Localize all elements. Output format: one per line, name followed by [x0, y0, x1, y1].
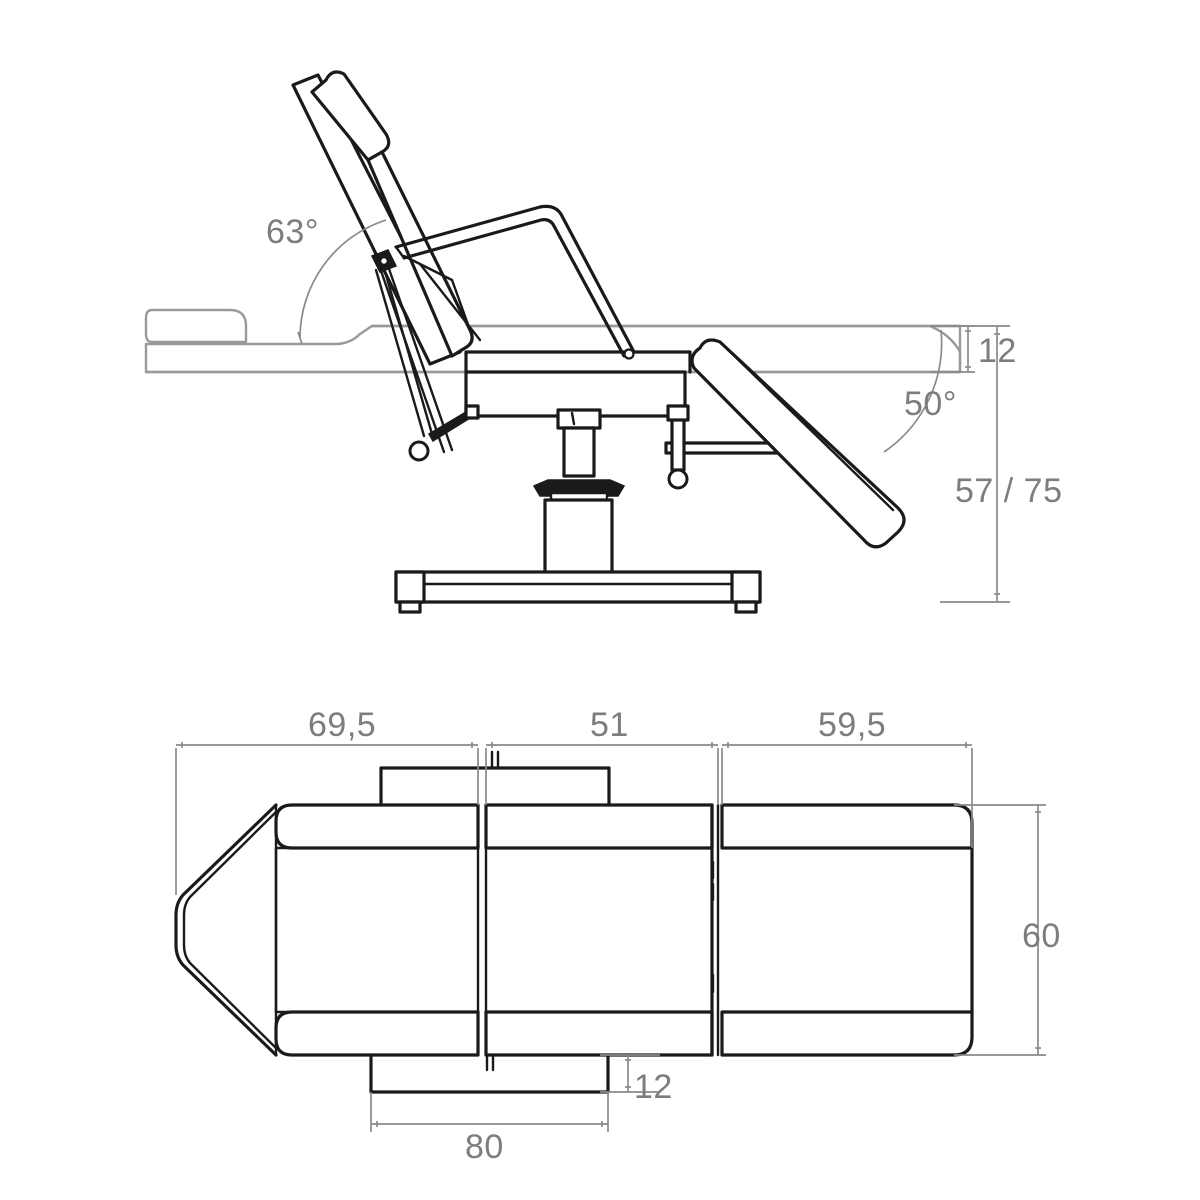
angle-arc-63: [299, 219, 387, 339]
base-foot-right: [730, 570, 762, 604]
dim-label-595: 59,5: [818, 706, 886, 744]
hydraulic-ram: [562, 426, 596, 478]
armrest-tube-inner: [402, 218, 626, 358]
flat-headrest-pad: [144, 308, 248, 344]
dim-label-63: 63°: [266, 213, 319, 251]
right-release-lever: [664, 404, 792, 490]
dim-label-12-plan: 12: [634, 1068, 673, 1106]
head-armrest-pad-top: [274, 803, 480, 850]
right-lever-knob: [667, 468, 689, 490]
dim-label-51: 51: [590, 706, 629, 744]
left-release-lever: [408, 404, 480, 462]
dim-base-length: 80: [370, 1092, 609, 1166]
dim-leg-section-length: 59,5: [721, 706, 973, 848]
seat-pad-top: [484, 803, 714, 850]
left-lever-mount: [464, 404, 480, 420]
dim-label-60: 60: [1022, 917, 1061, 955]
pedestal-top-collar: [556, 408, 602, 430]
dim-label-5775: 57 / 75: [955, 472, 1062, 510]
plan-leg-section: [720, 803, 974, 1057]
recline-strut-d: [382, 266, 434, 436]
head-taper-inner: [182, 810, 278, 1050]
flat-bed-foot-round: [928, 324, 962, 374]
side-view: 63° 50° 12 57 / 75: [144, 70, 1062, 614]
dim-backrest-angle: 63°: [266, 213, 387, 345]
base-glide-right: [734, 600, 758, 614]
dim-legrest-angle: 50°: [883, 329, 957, 453]
dim-head-section-length: 69,5: [175, 706, 479, 895]
hinge-pivot-pin: [379, 256, 389, 266]
right-lever-post: [670, 414, 686, 472]
armrest-tube-end-cap: [394, 245, 406, 260]
plan-base-plate: [369, 1053, 610, 1094]
base-glide-left: [398, 600, 422, 614]
angle-arc-50: [883, 329, 943, 453]
plan-head-section: [274, 803, 480, 1057]
dim-label-695: 69,5: [308, 706, 376, 744]
plan-view: 69,5 51 59,5 60: [174, 706, 1061, 1166]
leg-pad-bottom: [720, 1010, 974, 1057]
footrest-panel: [690, 338, 906, 549]
dim-overall-width: 60: [954, 804, 1061, 1056]
armrest-tube-outer: [394, 204, 636, 354]
base-plate-body: [394, 570, 762, 604]
seat-pad-bottom: [484, 1010, 714, 1057]
dim-base-offset: 12: [600, 1054, 673, 1106]
hydraulic-pedestal: [532, 408, 626, 582]
base-foot-left: [394, 570, 426, 604]
right-lever-mount: [666, 404, 690, 422]
head-taper-outline: [174, 803, 278, 1057]
recline-strut-b: [386, 264, 454, 452]
angle-arc-63-tick: [297, 331, 303, 345]
armrest-bracket-outline: [379, 766, 611, 807]
footrest-body: [690, 338, 906, 549]
base-plate-projection: [369, 1053, 610, 1094]
dim-seat-height: 57 / 75: [940, 325, 1062, 603]
pedestal-collar-detail: [570, 411, 576, 426]
seat-cushion: [464, 350, 692, 374]
base-plate: [394, 570, 762, 614]
armrest-support-line: [418, 262, 482, 342]
left-lever-knob: [408, 440, 430, 462]
recline-strut-a: [378, 266, 446, 454]
head-armrest-pad-bottom: [274, 1010, 480, 1057]
plan-armrest-bracket: [379, 750, 611, 807]
backrest-hinge: [370, 249, 398, 273]
armrest-mount-bolt: [623, 348, 635, 360]
footrest-inner-line: [718, 340, 895, 512]
armrest-frame: [394, 204, 636, 360]
recline-strut-c: [374, 268, 426, 438]
leg-pad-top: [720, 803, 974, 850]
dim-label-50: 50°: [904, 385, 957, 423]
recline-struts: [374, 264, 454, 454]
dim-label-80: 80: [465, 1128, 504, 1166]
plan-seat-section: [484, 803, 720, 1057]
flat-bed-outline: [144, 308, 962, 374]
pedestal-column: [543, 498, 614, 582]
flat-mattress-body: [144, 324, 962, 374]
dim-seat-section-length: 51: [485, 706, 719, 805]
